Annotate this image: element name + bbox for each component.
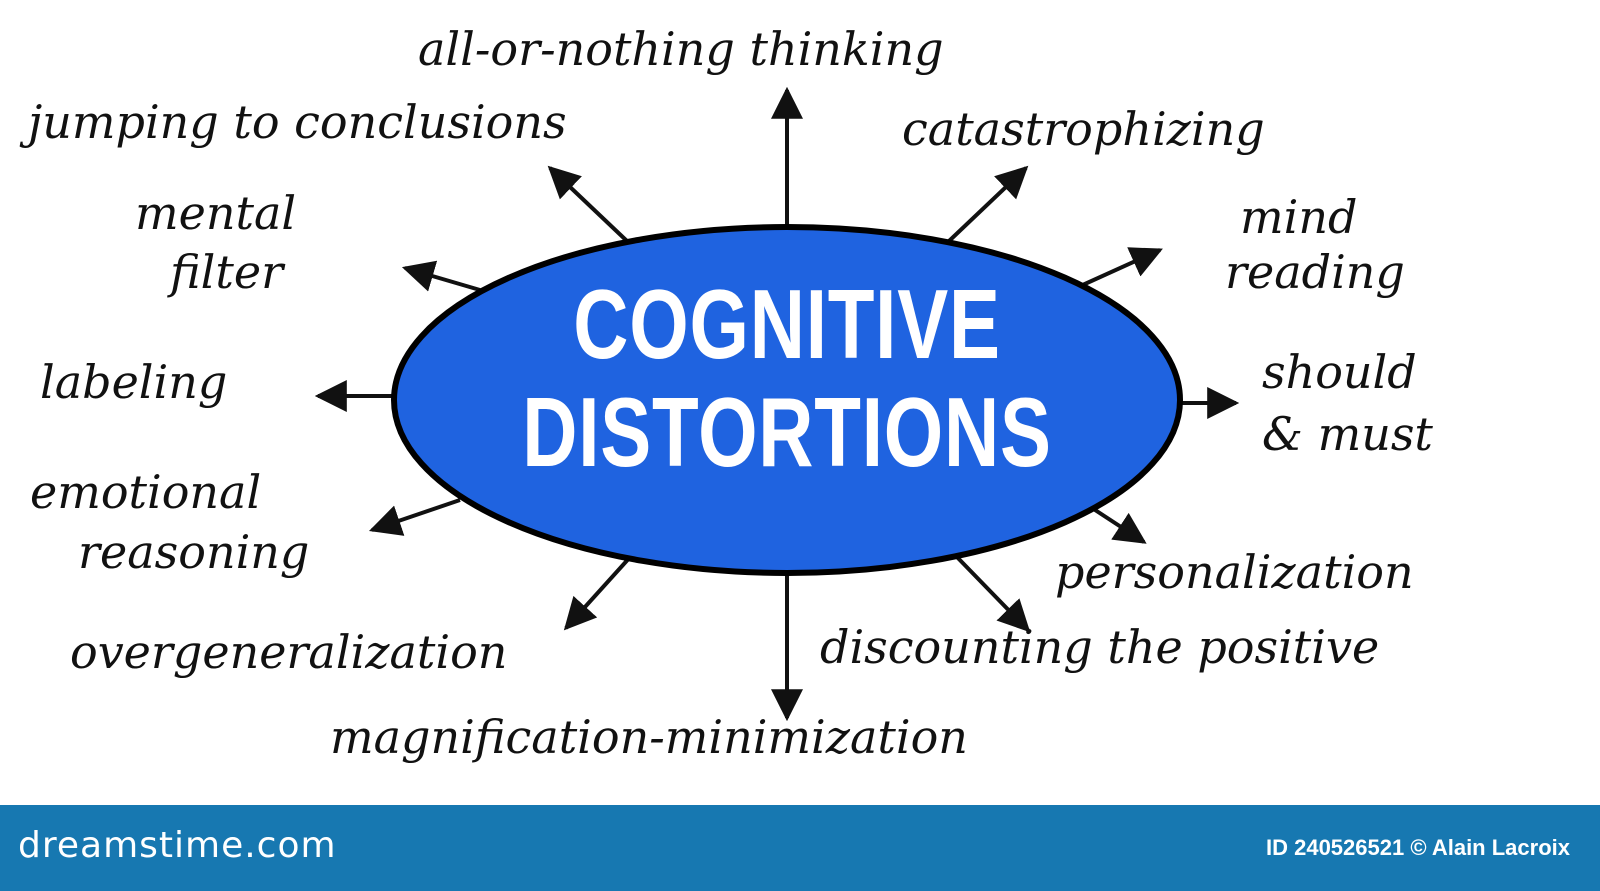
label-discounting-the-positive: discounting the positive xyxy=(820,620,1380,674)
site-logo-text[interactable]: dreamstime.com xyxy=(18,825,337,866)
arrow-personalization xyxy=(1090,506,1147,544)
arrow-jumping xyxy=(547,165,630,244)
label-catastrophizing: catastrophizing xyxy=(902,102,1265,156)
label-filter: filter xyxy=(170,245,284,299)
footer-bar: dreamstime.com ID 240526521 © Alain Lacr… xyxy=(0,805,1600,891)
label-jumping-to-conclusions: jumping to conclusions xyxy=(28,95,567,149)
label-all-or-nothing: all-or-nothing thinking xyxy=(418,22,944,76)
label-emotional: emotional xyxy=(30,465,262,519)
label-mental: mental xyxy=(135,186,297,240)
image-credit: ID 240526521 © Alain Lacroix xyxy=(1265,835,1570,860)
label-should: should xyxy=(1262,345,1417,399)
arrow-overgeneralization xyxy=(563,553,634,631)
diagram-graphics xyxy=(314,86,1240,722)
label-and-must: & must xyxy=(1262,407,1433,461)
label-reasoning: reasoning xyxy=(78,525,310,579)
center-title-line1: COGNITIVE xyxy=(573,269,1001,379)
cognitive-distortions-diagram: COGNITIVE DISTORTIONS all-or-nothing thi… xyxy=(28,22,1433,764)
label-reading: reading xyxy=(1225,245,1405,299)
center-title-line2: DISTORTIONS xyxy=(522,377,1052,487)
arrow-emotional xyxy=(368,498,461,536)
arrow-mind-reading xyxy=(1075,247,1163,290)
label-mind: mind xyxy=(1240,190,1358,244)
label-overgeneralization: overgeneralization xyxy=(70,625,508,679)
arrow-discounting xyxy=(953,553,1031,633)
center-title: COGNITIVE DISTORTIONS xyxy=(479,270,1095,486)
label-personalization: personalization xyxy=(1055,545,1414,599)
center-ellipse xyxy=(391,224,1183,576)
arrow-mental-filter xyxy=(401,260,481,292)
arrow-catastrophizing xyxy=(946,165,1029,244)
label-labeling: labeling xyxy=(40,355,228,409)
label-magnification-minimization: magnification-minimization xyxy=(330,710,968,764)
